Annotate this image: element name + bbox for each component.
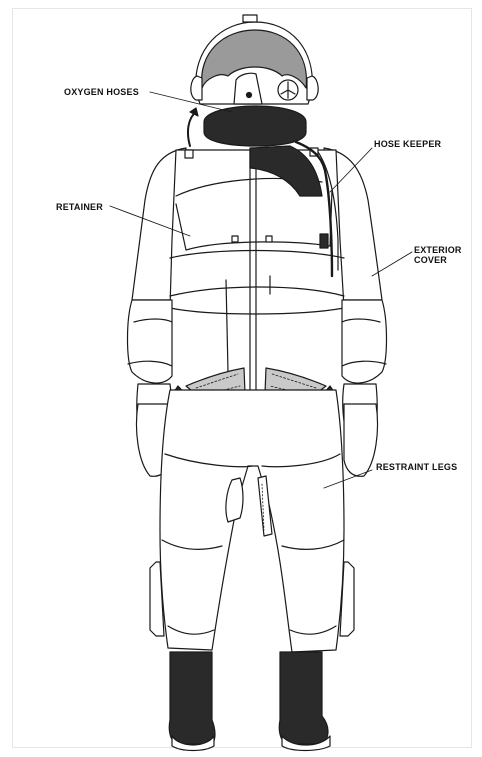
label-exterior-cover: EXTERIOR COVER [414,245,462,265]
label-hose-keeper: HOSE KEEPER [374,139,441,149]
label-retainer: RETAINER [56,202,103,212]
oxygen-hoses [188,108,198,146]
helmet [191,15,318,104]
label-oxygen-hoses: OXYGEN HOSES [64,87,139,97]
restraint-legs [150,390,354,652]
right-arm [342,300,387,476]
neck-ring [204,106,306,146]
label-restraint-legs: RESTRAINT LEGS [376,462,457,472]
leader-exterior-cover [372,252,412,276]
right-boot [279,652,330,751]
left-boot [169,652,215,751]
